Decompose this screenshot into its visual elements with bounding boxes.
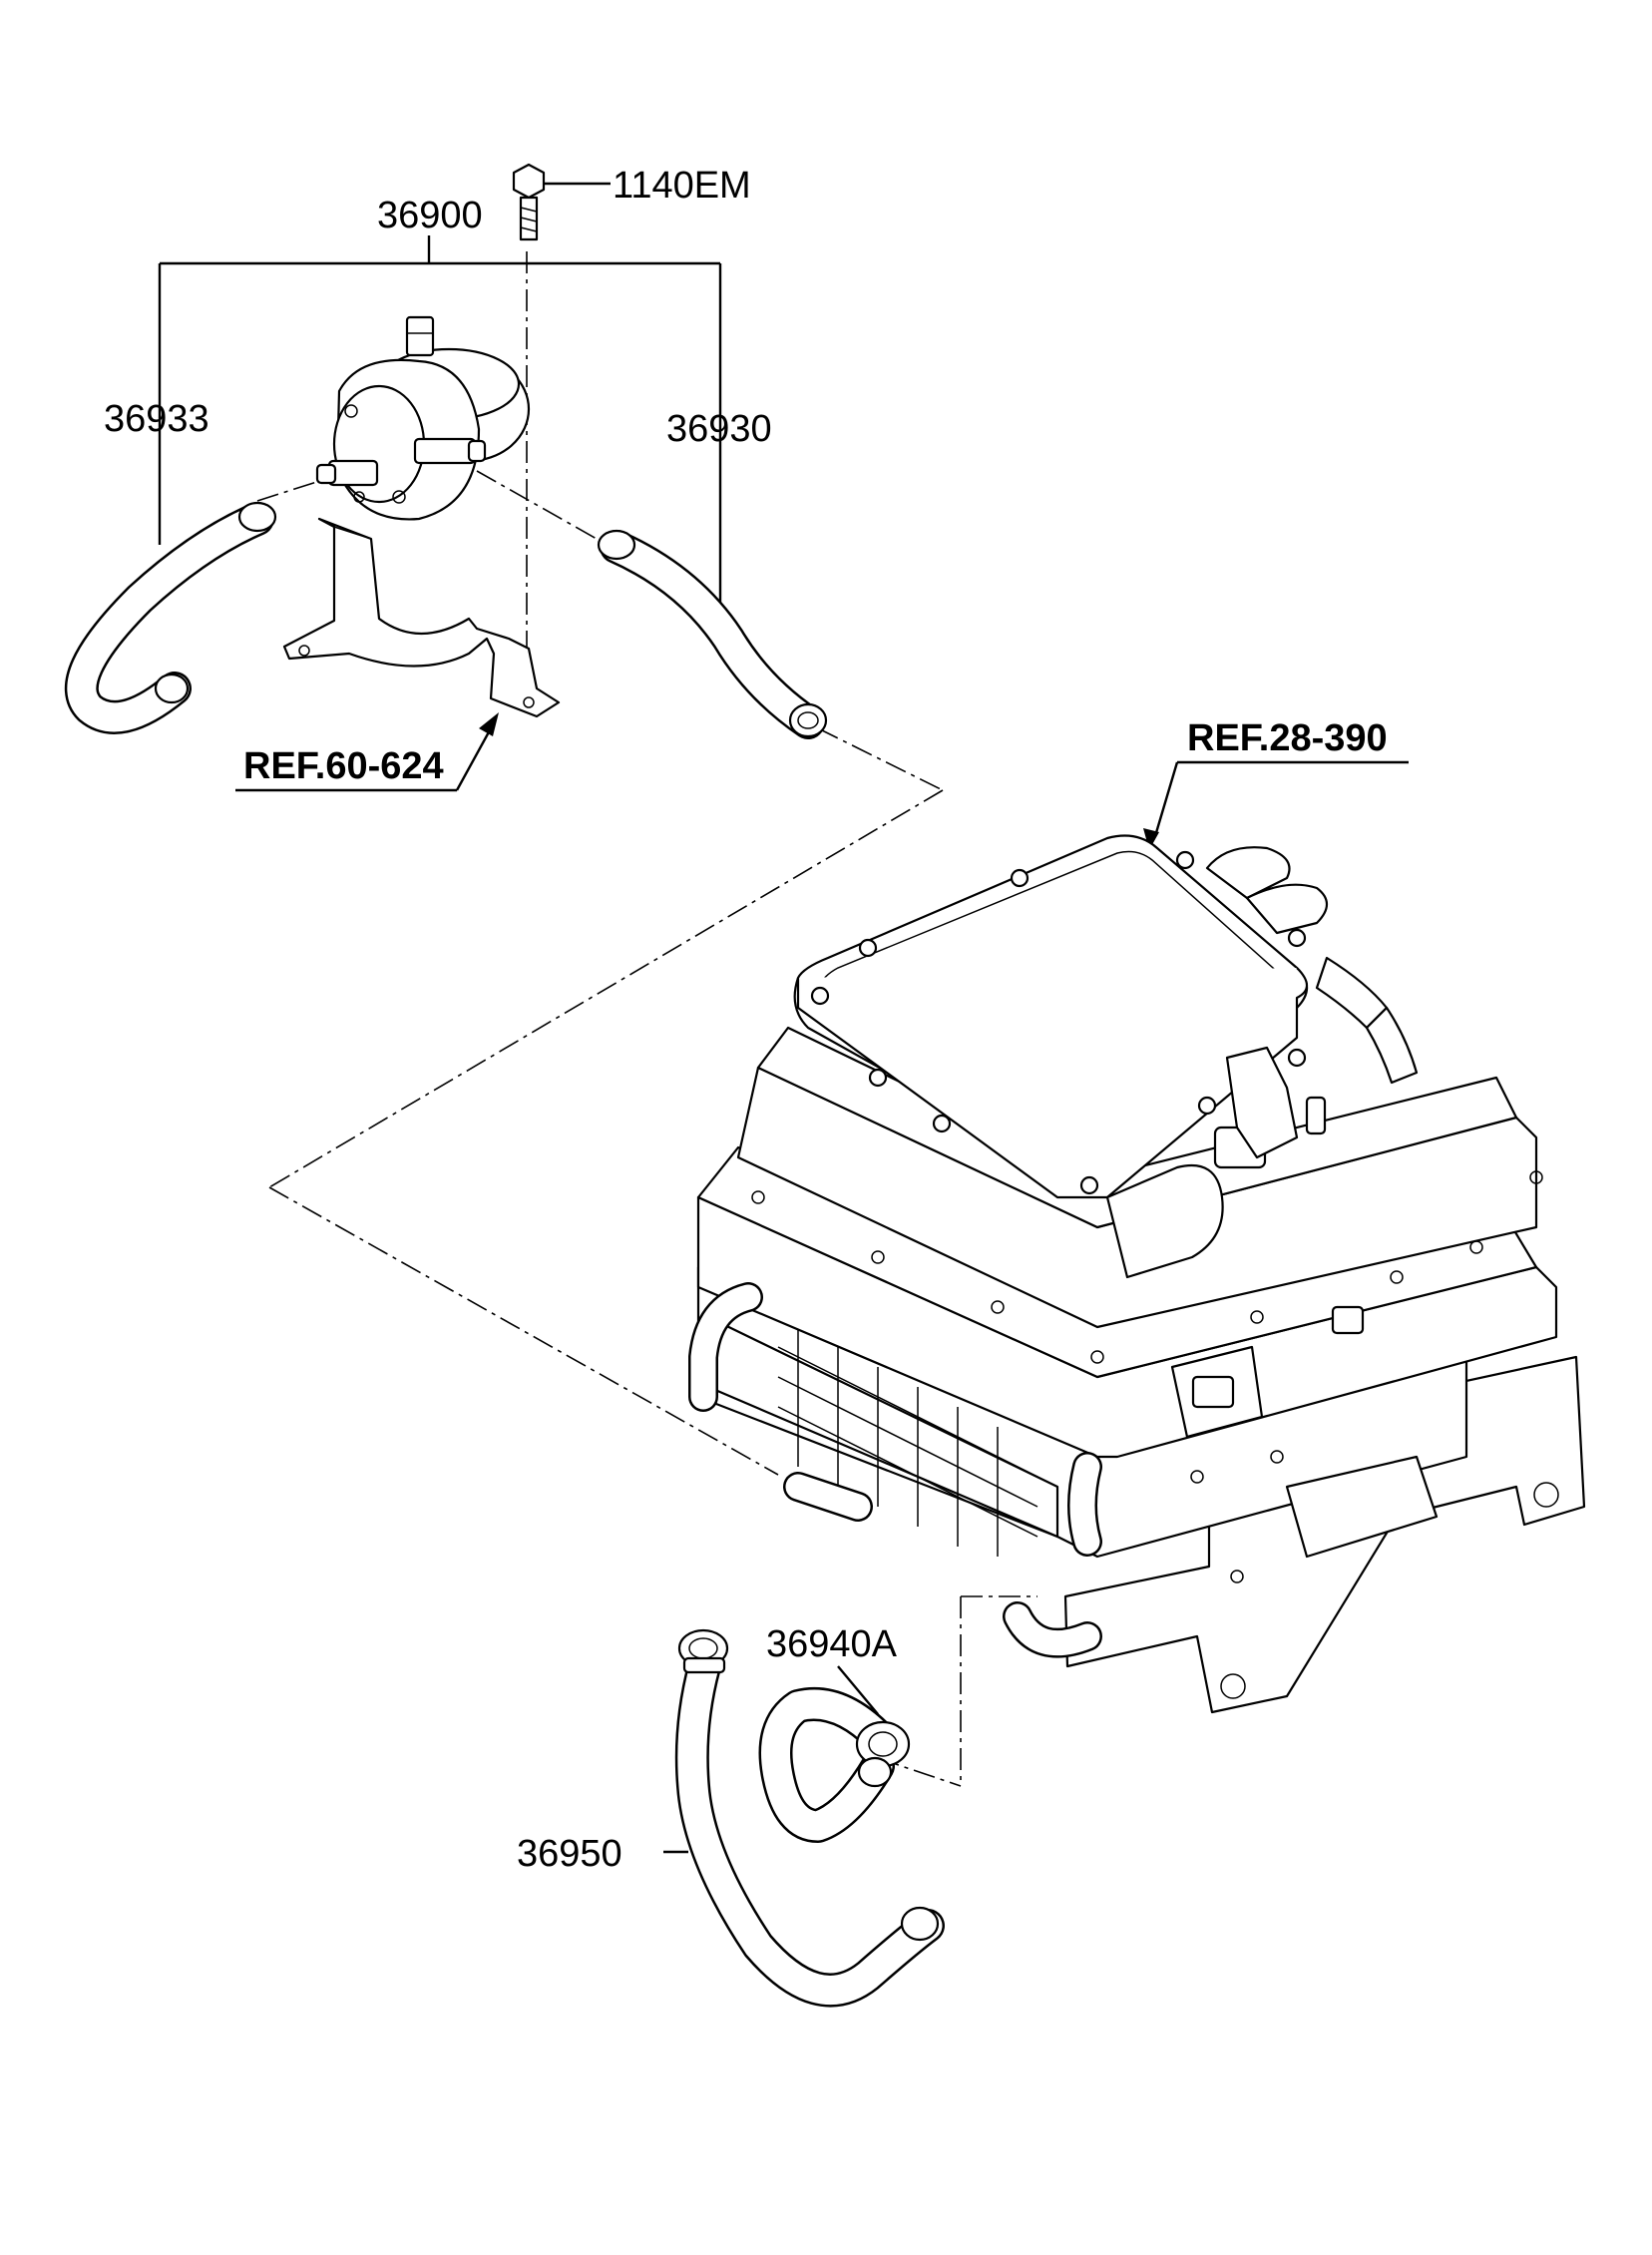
inverter-assembly	[688, 834, 1586, 1714]
label-36940a: 36940A	[766, 1623, 898, 1665]
label-1140em: 1140EM	[613, 165, 751, 207]
hose-36950	[663, 1628, 945, 2008]
hose-36930	[597, 529, 828, 739]
label-ref-60-624: REF.60-624	[243, 745, 444, 787]
water-pump-36900	[315, 315, 531, 521]
alignment-lines	[256, 251, 1037, 1787]
label-36930: 36930	[666, 408, 772, 450]
bolt-1140em	[512, 163, 611, 241]
ref60-leader	[235, 712, 499, 792]
hose-36933	[64, 501, 277, 734]
housing-bolts	[751, 1170, 1543, 1583]
label-36900: 36900	[377, 195, 483, 236]
mounting-bracket	[282, 517, 561, 718]
group-bracket-36900	[158, 235, 722, 611]
rib-grid	[777, 1327, 1038, 1557]
hose-36940a	[758, 1665, 911, 1843]
ref28-leader	[1143, 760, 1409, 850]
label-36950: 36950	[517, 1833, 622, 1875]
cover-bolts	[810, 850, 1307, 1195]
label-36933: 36933	[104, 398, 209, 440]
label-ref-28-390: REF.28-390	[1187, 717, 1388, 759]
